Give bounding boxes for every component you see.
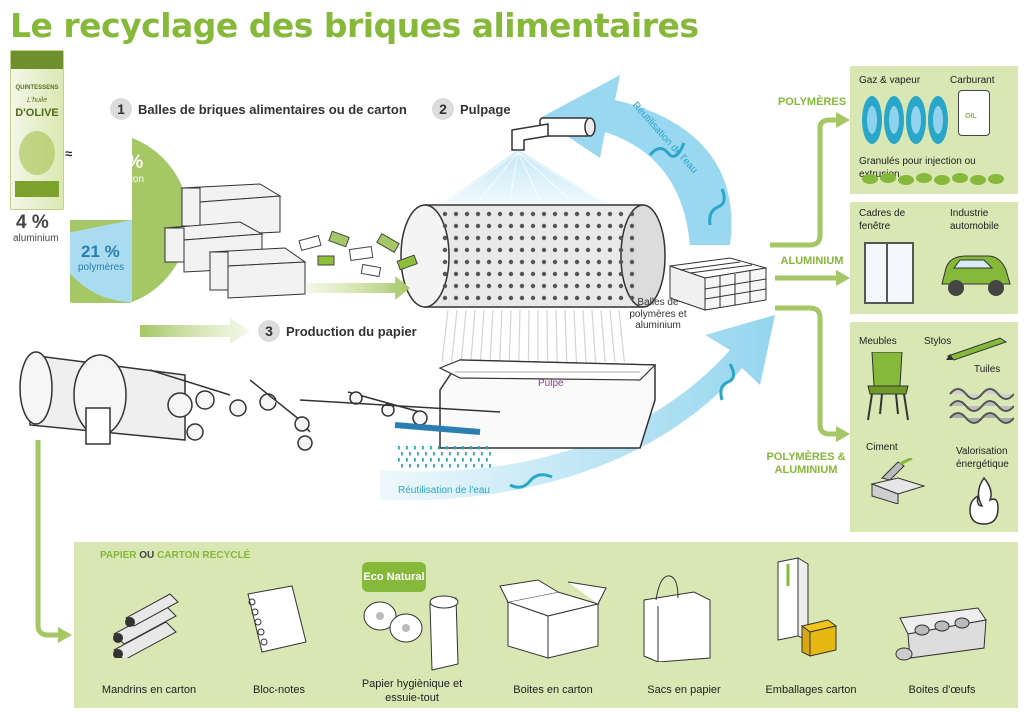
chair-icon: [867, 352, 909, 421]
squiggle-arrow-icon: [719, 363, 735, 401]
squiggle-arrow-icon: [708, 188, 726, 226]
water-reuse-arrow-bottom: [380, 315, 775, 501]
product-label-3: Papier hygiènique et essuie-tout: [361, 678, 463, 704]
roof-tiles-icon: [949, 388, 1014, 424]
step-1-number: 1: [110, 98, 132, 120]
meubles-label: Meubles: [859, 336, 897, 347]
branch-lines: [35, 117, 838, 638]
poly-alu-panel: Meubles Stylos Tuiles Ciment Valorisatio…: [850, 322, 1018, 532]
poly-alu-bale: [669, 257, 767, 311]
branch-poly-alu-label: POLYMÈRES & ALUMINIUM: [766, 451, 846, 477]
step-1: 1 Balles de briques alimentaires ou de c…: [110, 98, 407, 120]
approx-symbol: ≈: [65, 146, 73, 161]
valorisation-label: Valorisation énergétique: [956, 446, 1009, 470]
green-arrow-production: [140, 318, 250, 344]
step-2: 2 Pulpage: [432, 98, 511, 120]
toilet-paper-icon: [363, 595, 459, 671]
egg-box-icon: [895, 607, 987, 661]
window-frame-icon: [864, 242, 914, 304]
cadres-label: Cadres de fenêtre: [859, 208, 906, 232]
polymeres-panel: Gaz & vapeur Carburant OIL Granulés pour…: [850, 66, 1018, 194]
faucet-icon: [511, 117, 596, 151]
aluminium-panel: Cadres de fenêtre Industrie automobile: [850, 202, 1018, 314]
pie-slice-polymeres: [70, 220, 132, 302]
product-line3: D'OLIVE: [15, 107, 59, 119]
polymeres-percent: 21 %: [81, 242, 120, 261]
water-drips: [398, 446, 491, 468]
notebook-icon: [247, 585, 307, 653]
composition-pie-chart: [70, 138, 189, 303]
cement-trowel-icon: [870, 458, 926, 504]
step-3-number: 3: [258, 320, 280, 342]
carton-percent: 75 %: [100, 152, 144, 173]
heading-papier: PAPIER: [100, 550, 137, 561]
product-line1: QUINTESSENS: [15, 85, 59, 91]
branch-polymeres-label: POLYMÈRES: [777, 96, 847, 108]
pulpe-label: Pulpe: [538, 378, 564, 389]
recycled-products-panel: PAPIER OU CARTON RECYCLÉ Eco Natural Man…: [74, 542, 1018, 708]
granules-label: Granulés pour injection ou extrusion: [859, 156, 976, 180]
water-reuse-label-bottom: Réutilisation de l'eau: [398, 485, 490, 496]
product-line2: L'huile: [26, 97, 48, 104]
cardboard-box-icon: [499, 579, 607, 659]
product-label-1: Mandrins en carton: [101, 684, 197, 696]
olive-oil-carton: QUINTESSENS L'huile D'OLIVE: [10, 50, 64, 210]
pulping-drum: [400, 204, 666, 308]
car-icon: [941, 255, 1011, 296]
product-label-7: Boites d'œufs: [908, 684, 976, 696]
heading-ou: OU: [139, 550, 155, 561]
pen-icon: [946, 337, 1008, 361]
industrie-label: Industrie automobile: [950, 208, 999, 232]
green-arrow-to-drum: [305, 276, 410, 300]
recycled-heading: PAPIER OU CARTON RECYCLÉ: [100, 550, 250, 561]
heading-carton: CARTON RECYCLÉ: [157, 550, 251, 561]
packaging-icon: [777, 557, 838, 657]
pulp-tank: [438, 359, 657, 449]
eco-natural-logo: Eco Natural: [362, 562, 426, 592]
paper-bag-icon: [643, 575, 711, 662]
carton-bales: [163, 183, 307, 299]
fuel-can-icon: OIL: [958, 90, 990, 136]
branch-aluminium-label: ALUMINIUM: [780, 255, 844, 267]
oil-label: OIL: [965, 113, 977, 120]
step-2-number: 2: [432, 98, 454, 120]
polymeres-label: polymères: [78, 262, 125, 273]
step-3-label: Production du papier: [286, 323, 417, 339]
step-1-label: Balles de briques alimentaires ou de car…: [138, 101, 407, 117]
step-3: 3 Production du papier: [258, 320, 417, 342]
squiggle-arrow-icon: [509, 473, 553, 489]
page-title: Le recyclage des briques alimentaires: [10, 6, 699, 45]
carburant-label: Carburant: [950, 75, 995, 86]
aluminium-label: aluminium: [13, 233, 59, 244]
product-label-4: Boites en carton: [513, 684, 593, 696]
cardboard-tubes-icon: [113, 593, 179, 658]
ciment-label: Ciment: [866, 442, 898, 453]
carton-label: Carton: [114, 174, 145, 185]
squiggle-arrow-icon: [648, 142, 686, 158]
stylos-label: Stylos: [924, 336, 952, 347]
paper-machine: [19, 351, 501, 451]
product-label-2: Bloc-notes: [253, 684, 305, 696]
step-2-label: Pulpage: [460, 101, 511, 117]
gaz-label: Gaz & vapeur: [859, 75, 921, 86]
tuiles-label: Tuiles: [974, 364, 1001, 375]
gas-flame-icon: [862, 96, 948, 144]
carton-pieces: [298, 230, 418, 278]
aluminium-percent: 4 %: [16, 212, 49, 233]
water-curtain: [441, 309, 625, 363]
fire-icon: [969, 476, 999, 525]
product-label-5: Sacs en papier: [647, 684, 721, 696]
granules-icon: [862, 173, 1004, 185]
water-spray: [440, 150, 610, 205]
bales-label: Balles de polymères et aluminium: [629, 297, 687, 331]
product-label-6: Emballages carton: [765, 684, 857, 696]
